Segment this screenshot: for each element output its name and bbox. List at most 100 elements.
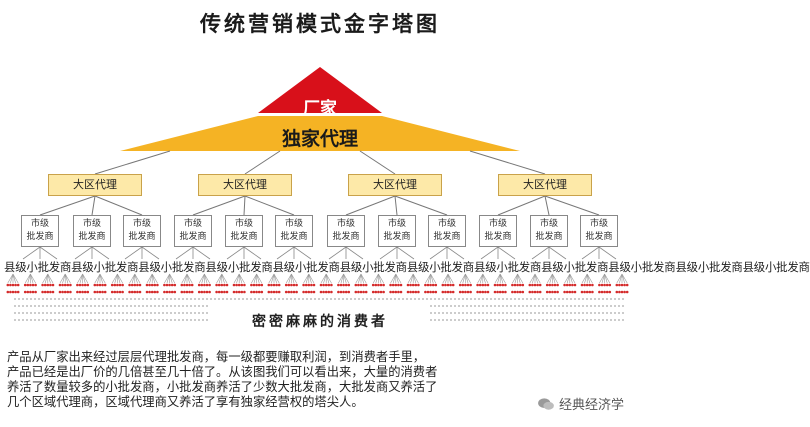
consumer-dot — [138, 283, 142, 287]
consumer-dot — [237, 290, 241, 294]
consumer-dot — [538, 283, 542, 287]
description-paragraph: 产品从厂家出来经过层层代理批发商，每一级都要赚取利润，到消费者手里， 产品已经是… — [7, 350, 438, 409]
consumer-dot — [86, 290, 90, 294]
consumer-dot — [156, 290, 159, 294]
consumer-dot — [130, 290, 134, 294]
consumer-dot — [138, 290, 142, 294]
consumer-dot — [466, 283, 470, 287]
consumer-dot — [284, 290, 288, 294]
wechat-icon — [538, 397, 554, 410]
consumer-dot — [31, 283, 35, 287]
county-subdealer-row: 县级小批发商县级小批发商县级小批发商县级小批发商县级小批发商县级小批发商县级小批… — [4, 260, 810, 274]
consumer-dot — [136, 290, 139, 294]
consumer-dot — [9, 290, 12, 294]
consumer-dot — [533, 290, 537, 294]
consumer-dot — [58, 283, 62, 287]
consumer-dot — [302, 283, 305, 287]
region-agent-box: 大区代理 — [198, 174, 292, 196]
consumer-dot — [165, 290, 169, 294]
consumer-dot — [580, 283, 584, 287]
consumer-dot — [406, 290, 410, 294]
consumer-dot — [374, 290, 378, 294]
consumer-dot — [165, 283, 169, 287]
consumer-dot — [498, 283, 502, 287]
diagram-canvas — [6, 67, 629, 321]
factory-tier — [258, 67, 382, 113]
consumer-dot — [101, 283, 104, 287]
city-dealer-box: 市级批发商 — [73, 215, 111, 247]
consumer-dot — [565, 283, 569, 287]
consumer-dot — [588, 283, 592, 287]
consumer-dot — [133, 283, 137, 287]
consumer-dot — [260, 283, 264, 287]
consumer-dot — [255, 290, 258, 294]
consumer-dot — [223, 290, 226, 294]
consumer-dot — [623, 283, 626, 287]
consumer-dot — [188, 283, 191, 287]
city-subdealer-connectors — [22, 246, 617, 260]
consumer-dot — [327, 290, 331, 294]
consumer-dot — [168, 283, 171, 287]
consumer-dot — [504, 290, 507, 294]
consumer-dot — [272, 283, 276, 287]
consumer-dot — [203, 283, 206, 287]
consumer-dot — [200, 283, 204, 287]
consumer-dot — [168, 290, 171, 294]
consumer-dots — [6, 283, 629, 294]
consumer-dot — [339, 283, 343, 287]
consumer-dot — [362, 290, 365, 294]
consumer-dot — [583, 290, 586, 294]
consumer-dot — [185, 283, 189, 287]
consumer-dot — [11, 283, 15, 287]
consumer-dot — [424, 290, 427, 294]
city-dealer-box: 市级批发商 — [174, 215, 212, 247]
consumer-dot — [148, 290, 151, 294]
consumer-dot — [337, 283, 340, 287]
consumer-dot — [61, 290, 64, 294]
consumer-dot — [58, 290, 62, 294]
consumer-dot — [63, 283, 67, 287]
consumer-dot — [478, 290, 482, 294]
consumer-dot — [26, 290, 30, 294]
consumer-dot — [600, 290, 604, 294]
watermark: 经典经济学 — [537, 394, 624, 413]
consumer-dot — [232, 283, 236, 287]
consumer-dot — [377, 290, 380, 294]
consumer-dot — [337, 290, 340, 294]
consumer-dot — [163, 283, 166, 287]
consumer-dot — [600, 283, 604, 287]
consumer-dot — [225, 290, 229, 294]
consumer-dot — [409, 283, 412, 287]
city-dealer-box: 市级批发商 — [580, 215, 618, 247]
consumer-dot — [431, 290, 435, 294]
consumer-dot — [319, 290, 323, 294]
consumer-dot — [406, 283, 410, 287]
consumer-dot — [287, 283, 291, 287]
consumer-dot — [528, 283, 532, 287]
consumer-dot — [217, 283, 221, 287]
consumer-dot — [504, 283, 507, 287]
consumer-dot — [501, 283, 505, 287]
consumer-dot — [620, 290, 624, 294]
consumer-dot — [96, 290, 99, 294]
consumer-dot — [6, 283, 10, 287]
consumer-dot — [548, 290, 552, 294]
consumer-dot — [327, 283, 331, 287]
consumer-dot — [46, 283, 50, 287]
consumer-dot — [464, 290, 467, 294]
consumer-dot — [481, 283, 485, 287]
consumer-dot — [434, 290, 438, 294]
city-dealer-line1: 市级 — [82, 219, 101, 229]
consumer-dot — [284, 283, 288, 287]
consumer-dot — [618, 290, 621, 294]
city-dealer-line2: 批发商 — [383, 232, 411, 242]
consumer-dot — [446, 283, 450, 287]
consumer-dot — [397, 283, 400, 287]
consumer-dot — [215, 290, 218, 294]
consumer-dot — [563, 290, 566, 294]
consumer-dot — [513, 283, 517, 287]
consumer-dot — [469, 283, 472, 287]
consumer-dot — [307, 290, 311, 294]
consumer-dot — [620, 283, 624, 287]
consumer-dot — [110, 290, 114, 294]
